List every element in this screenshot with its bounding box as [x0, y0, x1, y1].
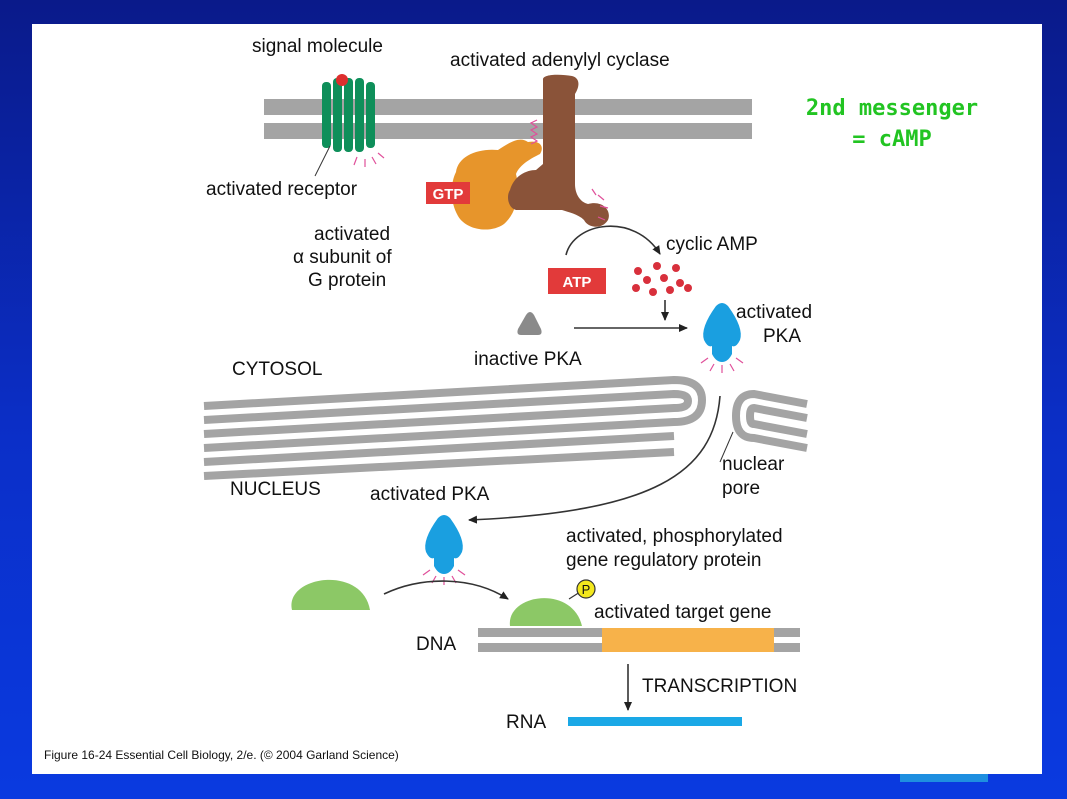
cyclic-amp-icon [632, 262, 692, 296]
phosphorylation-arrow [383, 580, 509, 600]
adenylyl-cyclase-label: activated adenylyl cyclase [450, 50, 670, 71]
signal-molecule-label: signal molecule [252, 36, 383, 57]
gtp-label: GTP [433, 186, 464, 203]
atp-label: ATP [563, 274, 592, 291]
activated-pka-label-2: PKA [763, 326, 801, 347]
pathway-diagram: P GTP ATP signal molecule activated aden… [203, 36, 978, 733]
phospho-protein-label-1: activated, phosphorylated [566, 526, 783, 547]
phosphorylated-protein-icon [509, 598, 582, 626]
gene-regulatory-protein-icon [291, 579, 370, 610]
activated-pka-icon [700, 303, 744, 373]
figure-caption: Figure 16-24 Essential Cell Biology, 2/e… [44, 748, 399, 762]
nuclear-pore-label-1: nuclear [722, 454, 785, 475]
activated-pka-label-1: activated [736, 302, 812, 323]
activated-receptor-label: activated receptor [206, 179, 358, 200]
slide-corner-tab [900, 774, 988, 782]
signal-molecule-icon [336, 74, 348, 86]
annotation-line-2: = cAMP [852, 127, 931, 152]
dna-strand [478, 628, 800, 652]
phosphate-icon [576, 579, 596, 599]
gtp-tag [426, 182, 470, 204]
figure-panel: P GTP ATP signal molecule activated aden… [32, 24, 1042, 774]
target-gene-label: activated target gene [594, 602, 771, 623]
alpha-subunit-label-1: activated [314, 224, 390, 245]
inactive-pka-label: inactive PKA [474, 349, 582, 370]
alpha-subunit-label-3: G protein [308, 270, 386, 291]
receptor-leader-line [314, 145, 331, 177]
nuclear-pore-label-2: pore [722, 478, 760, 499]
dna-label: DNA [416, 634, 456, 655]
phospho-protein-label-2: gene regulatory protein [566, 550, 761, 571]
phosphate-label: P [582, 582, 591, 597]
conversion-arrow [565, 225, 661, 256]
activated-pka-nucleus-icon [422, 515, 466, 585]
cyclic-amp-label: cyclic AMP [666, 234, 758, 255]
adenylyl-cyclase-icon [508, 74, 609, 227]
target-gene-segment [602, 628, 774, 652]
cytosol-label: CYTOSOL [232, 359, 322, 380]
g-protein-alpha-icon [451, 139, 542, 230]
rna-strand [568, 717, 742, 726]
nuclear-envelope [203, 375, 808, 480]
receptor-icon [322, 78, 385, 167]
activated-pka-nucleus-label: activated PKA [370, 484, 490, 505]
plasma-membrane [264, 99, 752, 139]
inactive-pka-icon [517, 312, 542, 335]
rna-label: RNA [506, 712, 546, 733]
pore-leader-line [719, 431, 734, 463]
transcription-label: TRANSCRIPTION [642, 676, 797, 697]
alpha-subunit-label-2: α subunit of [293, 247, 392, 268]
atp-tag [548, 268, 606, 294]
nuclear-import-arrow [468, 395, 721, 524]
nucleus-label: NUCLEUS [230, 479, 321, 500]
annotation-line-1: 2nd messenger [806, 96, 978, 121]
